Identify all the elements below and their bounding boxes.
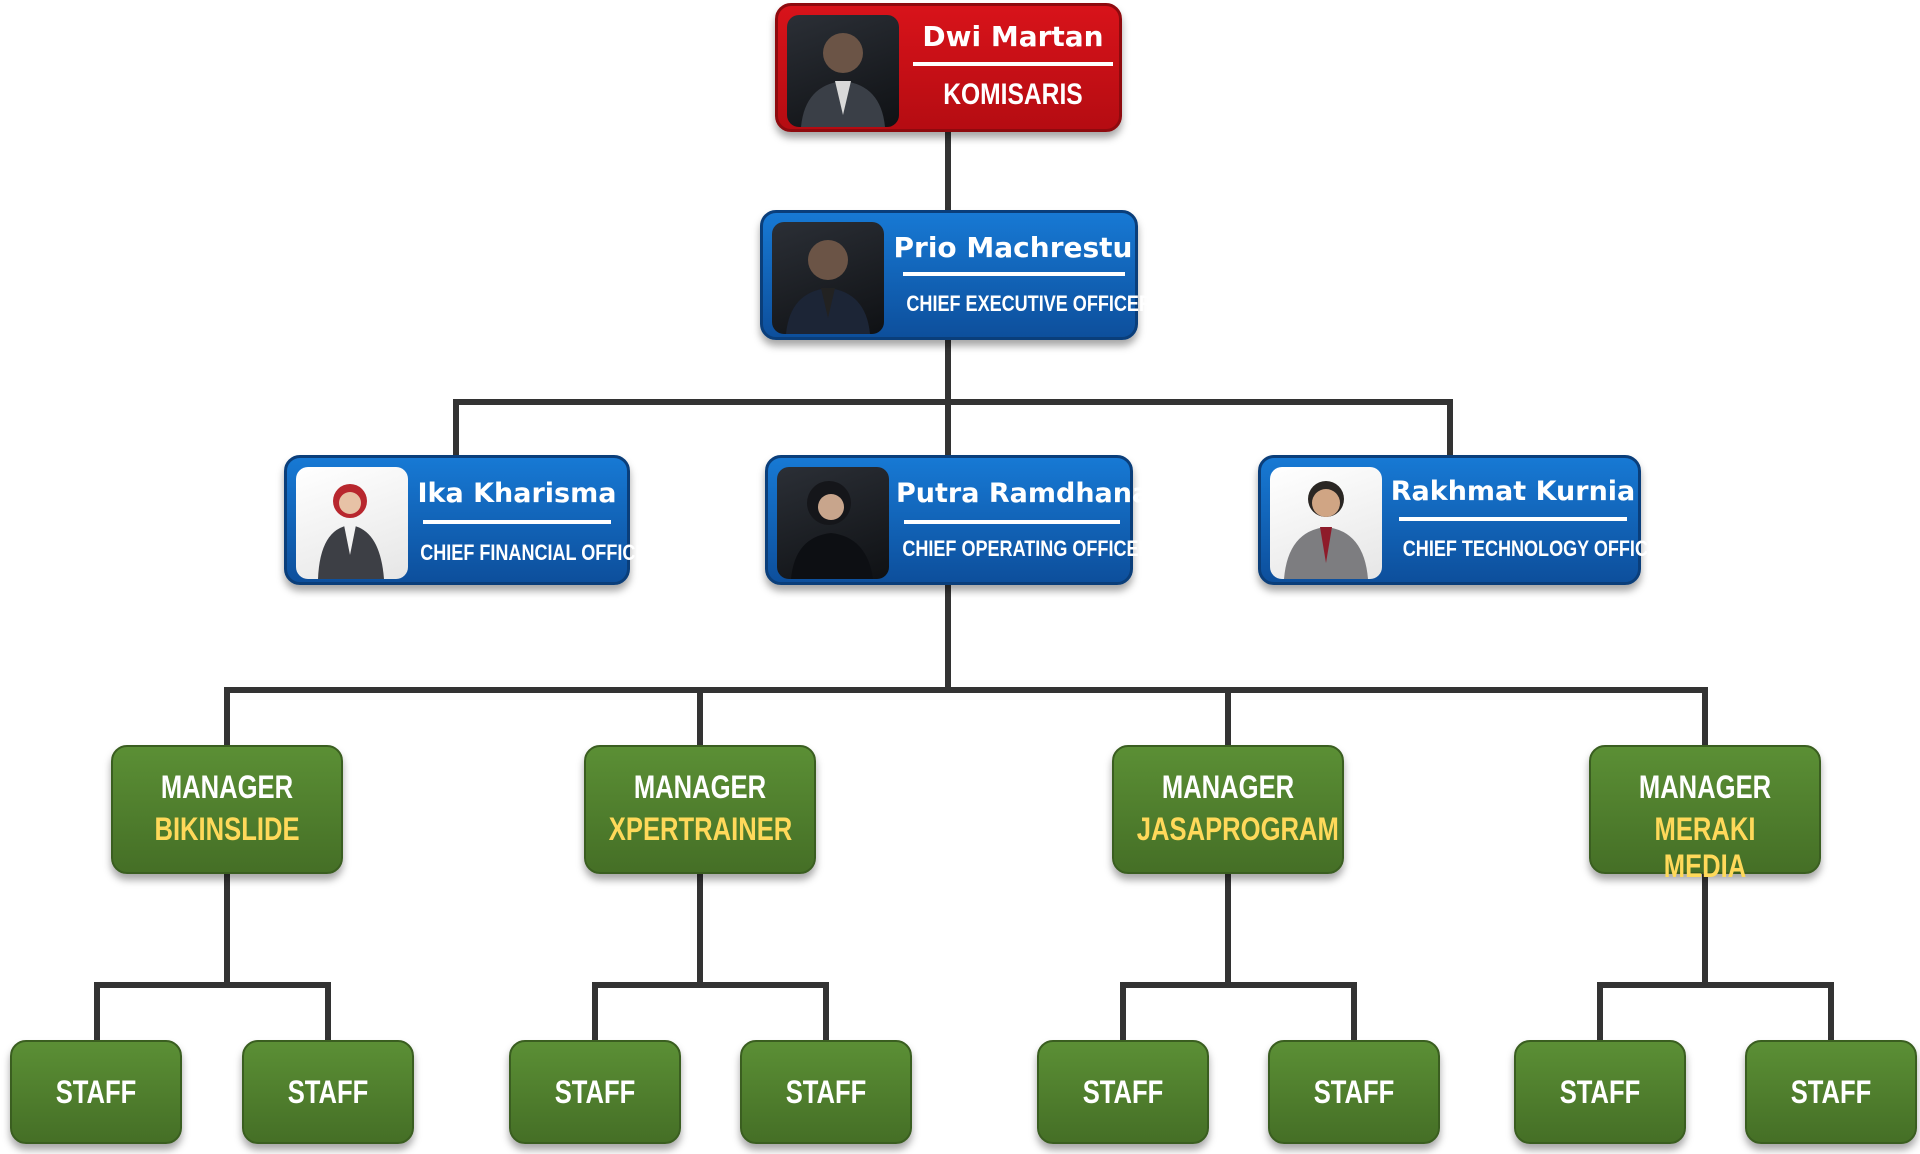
- node-manager-meraki-media[interactable]: MANAGER MERAKI MEDIA: [1589, 745, 1821, 884]
- coo-name: Putra Ramdhana: [896, 478, 1151, 509]
- manager-title: MANAGER: [1161, 769, 1295, 805]
- coo-role: CHIEF OPERATING OFFICER: [902, 536, 1152, 561]
- node-staff[interactable]: STAFF: [740, 1040, 912, 1144]
- staff-label: STAFF: [1559, 1074, 1641, 1110]
- node-staff[interactable]: STAFF: [1514, 1040, 1686, 1144]
- person-photo-icon: [1270, 467, 1382, 579]
- node-cfo[interactable]: Ika Kharisma CHIEF FINANCIAL OFFICER: [284, 455, 661, 585]
- komisaris-divider: [913, 62, 1113, 66]
- ceo-role: CHIEF EXECUTIVE OFFICER: [906, 291, 1152, 316]
- manager-unit: BIKINSLIDE: [154, 811, 300, 847]
- node-komisaris[interactable]: Dwi Martan KOMISARIS: [775, 3, 1122, 132]
- cto-name: Rakhmat Kurnia: [1390, 476, 1636, 507]
- ceo-name: Prio Machrestu: [893, 231, 1133, 264]
- staff-label: STAFF: [554, 1074, 636, 1110]
- cfo-name: Ika Kharisma: [417, 478, 617, 509]
- komisaris-role: KOMISARIS: [943, 78, 1083, 111]
- cfo-divider: [423, 520, 611, 524]
- node-staff[interactable]: STAFF: [1268, 1040, 1440, 1144]
- node-manager-bikinslide[interactable]: MANAGER BIKINSLIDE: [111, 745, 343, 874]
- manager-title: MANAGER: [160, 769, 294, 805]
- coo-divider: [904, 520, 1120, 524]
- person-photo-icon: [777, 467, 889, 579]
- staff-label: STAFF: [1082, 1074, 1164, 1110]
- node-staff[interactable]: STAFF: [1037, 1040, 1209, 1144]
- cto-divider: [1399, 517, 1627, 521]
- node-ceo[interactable]: Prio Machrestu CHIEF EXECUTIVE OFFICER: [760, 210, 1152, 340]
- node-staff[interactable]: STAFF: [509, 1040, 681, 1144]
- manager-unit: MERAKI MEDIA: [1654, 811, 1756, 884]
- komisaris-name: Dwi Martan: [922, 20, 1104, 53]
- person-photo-icon: [296, 467, 408, 579]
- node-staff[interactable]: STAFF: [1745, 1040, 1917, 1144]
- staff-label: STAFF: [1313, 1074, 1395, 1110]
- staff-label: STAFF: [55, 1074, 137, 1110]
- manager-title: MANAGER: [633, 769, 767, 805]
- node-cto[interactable]: Rakhmat Kurnia CHIEF TECHNOLOGY OFFICER: [1258, 455, 1674, 585]
- staff-label: STAFF: [287, 1074, 369, 1110]
- node-manager-xpertrainer[interactable]: MANAGER XPERTRAINER: [584, 745, 816, 874]
- cfo-role: CHIEF FINANCIAL OFFICER: [420, 540, 661, 565]
- staff-label: STAFF: [785, 1074, 867, 1110]
- node-coo[interactable]: Putra Ramdhana CHIEF OPERATING OFFICER: [765, 455, 1152, 585]
- ceo-divider: [903, 272, 1125, 276]
- manager-title: MANAGER: [1638, 769, 1772, 805]
- person-photo-icon: [787, 15, 899, 127]
- node-staff[interactable]: STAFF: [242, 1040, 414, 1144]
- cto-role: CHIEF TECHNOLOGY OFFICER: [1402, 536, 1674, 561]
- manager-unit: XPERTRAINER: [608, 811, 793, 847]
- person-photo-icon: [772, 222, 884, 334]
- manager-unit: JASAPROGRAM: [1136, 811, 1339, 847]
- staff-label: STAFF: [1790, 1074, 1872, 1110]
- node-manager-jasaprogram[interactable]: MANAGER JASAPROGRAM: [1112, 745, 1344, 874]
- node-staff[interactable]: STAFF: [10, 1040, 182, 1144]
